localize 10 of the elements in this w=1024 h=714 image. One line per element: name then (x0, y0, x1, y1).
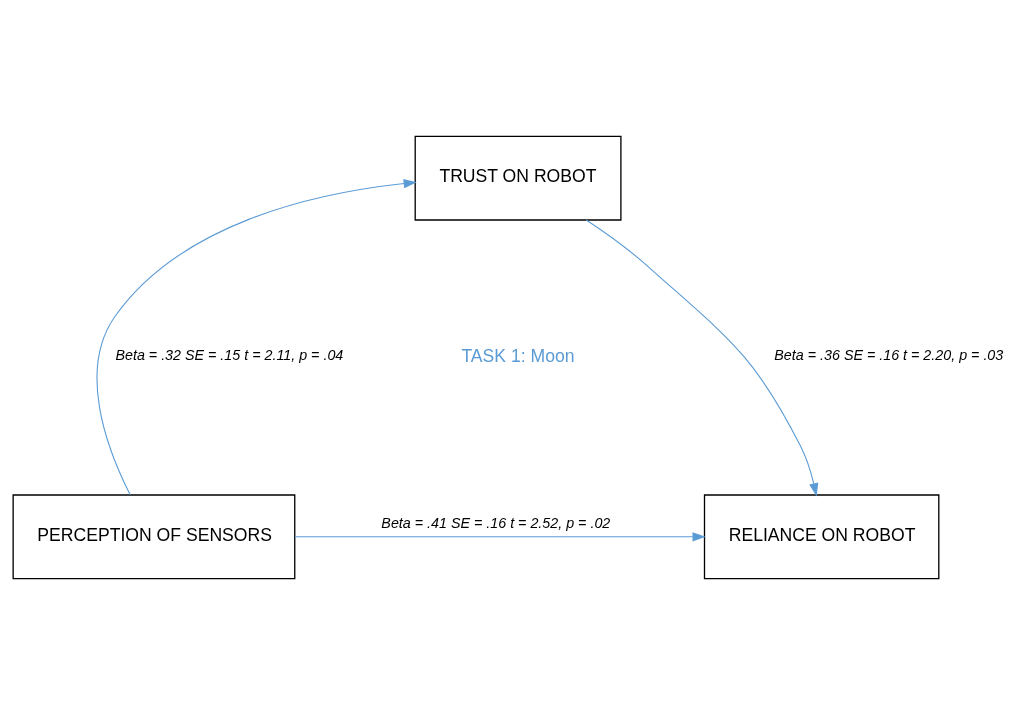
label: TASK 1: Moon (461, 345, 575, 366)
edge-label: Beta = .41 SE = .16 t = 2.52, p = .02 (381, 514, 611, 531)
edge-label: Beta = .32 SE = .15 t = 2.11, p = .04 (115, 346, 344, 363)
node-box: TRUST ON ROBOT (414, 135, 622, 221)
arrow (294, 531, 706, 541)
edge-label: Beta = .36 SE = .16 t = 2.20, p = .03 (774, 346, 1004, 363)
arrow (585, 218, 819, 496)
arrow (96, 178, 417, 495)
node-box: PERCEPTION OF SENSORS (12, 493, 296, 579)
node-box: RELIANCE ON ROBOT (703, 493, 940, 579)
